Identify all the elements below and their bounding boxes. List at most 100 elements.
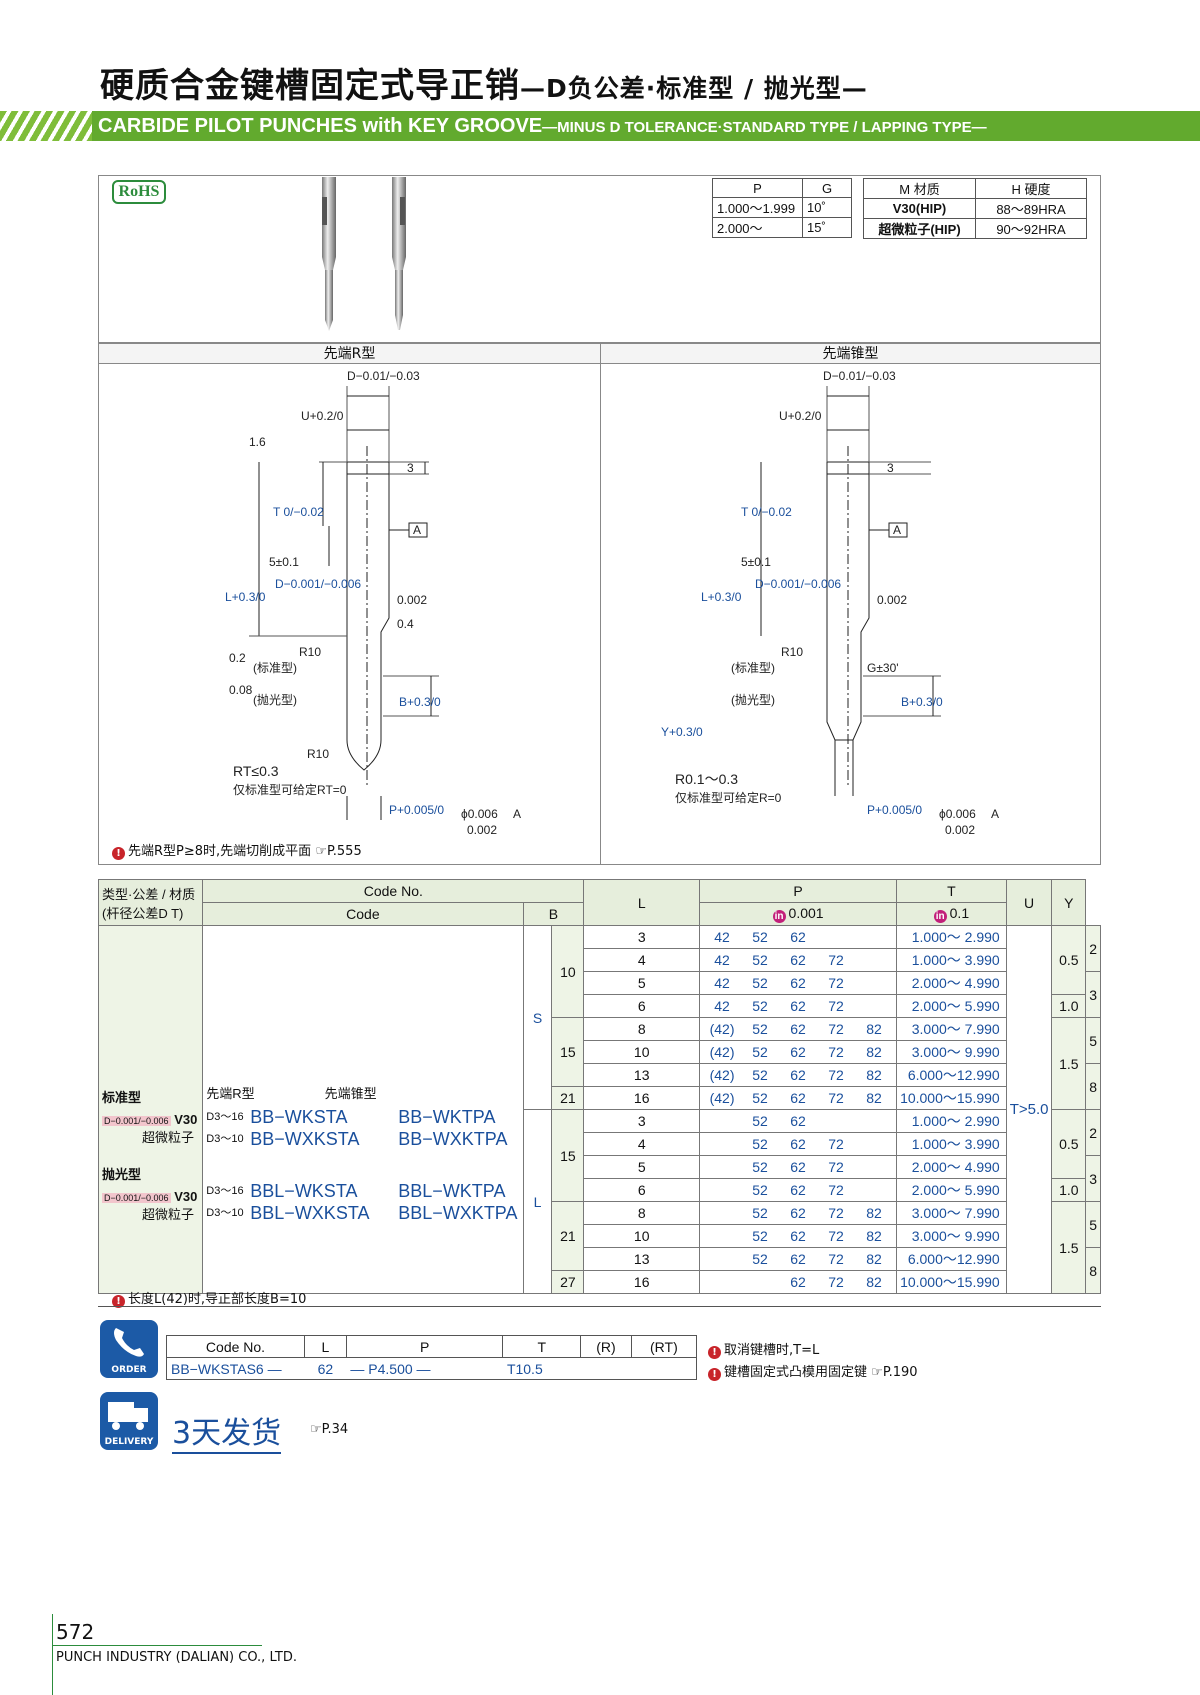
code-bb-wktpa[interactable]: BB−WKTPA	[398, 1107, 496, 1127]
label-standard: (标准型)	[731, 661, 775, 675]
code-t-type: 先端锥型	[324, 1086, 377, 1101]
l-value: 42	[714, 975, 730, 991]
conc-value: 0.002	[397, 593, 427, 607]
series-s: S	[522, 925, 553, 1110]
l-value: 72	[828, 1182, 844, 1198]
d-cell: 8	[583, 1017, 701, 1041]
u-cell: 1.5	[1051, 1201, 1087, 1294]
note-rt: 仅标准型可给定RT=0	[233, 782, 347, 797]
tol-datum: A	[513, 807, 521, 821]
t-unit: 0.1	[949, 905, 970, 921]
dim-d-mid: D−0.001/−0.006	[755, 577, 841, 591]
table-cell: 15˚	[802, 217, 852, 238]
u-cell: 0.5	[1051, 1109, 1087, 1179]
dim-y: Y+0.3/0	[661, 725, 703, 739]
p-cell: 1.000～ 2.990	[896, 1109, 1007, 1133]
diagram-title-right: 先端锥型	[601, 344, 1100, 364]
delivery-ref[interactable]: ☞P.34	[310, 1422, 348, 1437]
col-type-label: 类型·公差 / 材质	[102, 886, 196, 902]
table-row: V30(HIP) 88～89HRA	[863, 198, 1087, 219]
b-cell: 21	[551, 1086, 585, 1110]
l-value: (42)	[709, 1044, 735, 1060]
code-bbl-wksta[interactable]: BBL−WKSTA	[250, 1181, 358, 1201]
col-u: U	[1005, 879, 1053, 926]
info-icon: !	[708, 1368, 721, 1381]
u-cell: 1.0	[1051, 1178, 1087, 1202]
dim-r10-a: R10	[299, 645, 321, 659]
code-bbl-wktpa[interactable]: BBL−WKTPA	[398, 1181, 506, 1201]
table-cell: 90～92HRA	[975, 218, 1087, 239]
d-cell: 10	[583, 1224, 701, 1248]
table-row: P G	[712, 178, 852, 198]
code-bbl-wxktpa[interactable]: BBL−WXKTPA	[398, 1203, 518, 1223]
order-icon-label: ORDER	[111, 1365, 147, 1375]
tolerance-badge: D−0.001/−0.006	[102, 1115, 171, 1126]
l-value: 52	[752, 1159, 768, 1175]
tol-datum: A	[991, 807, 999, 821]
info-icon: !	[708, 1346, 721, 1359]
truck-icon	[108, 1402, 148, 1430]
d-cell: 16	[583, 1086, 701, 1110]
col-l: L	[583, 879, 701, 926]
drawing-r-type: D−0.01/−0.03 U+0.2/0 1.6 3 T 0/−0.02 5±0…	[225, 369, 521, 837]
code-bbl-wxksta[interactable]: BBL−WXKSTA	[250, 1203, 370, 1223]
order-example-table: Code No. L P T (R) (RT) BB−WKSTAS6 — 62 …	[166, 1335, 698, 1380]
p-cell: 2.000～ 5.990	[896, 994, 1007, 1018]
divider	[98, 1306, 1101, 1307]
d-cell: 16	[583, 1270, 701, 1294]
order-note-ref[interactable]: P.190	[882, 1365, 918, 1380]
d-cell: 5	[583, 1155, 701, 1179]
pin-image-2	[392, 177, 406, 330]
l-value: 52	[752, 1021, 768, 1037]
l-value: 62	[790, 1251, 806, 1267]
table-cell: BB−WKSTAS6 —	[166, 1357, 305, 1380]
dim-r10: R10	[781, 645, 803, 659]
header-cell: M 材质	[863, 178, 976, 199]
code-bb-wxksta[interactable]: BB−WXKSTA	[250, 1129, 360, 1149]
note-r: 仅标准型可给定R=0	[675, 790, 782, 805]
ref-arrow-icon: ☞	[310, 1422, 322, 1437]
diagram-box-right	[600, 343, 1101, 865]
y-cell: 8	[1085, 1247, 1101, 1294]
english-title-bar: CARBIDE PILOT PUNCHES with KEY GROOVE—MI…	[92, 111, 1200, 141]
order-icon: ORDER	[100, 1320, 158, 1378]
p-cell: 6.000～12.990	[896, 1247, 1007, 1271]
l-value: 72	[828, 1251, 844, 1267]
l-value: 82	[866, 1090, 882, 1106]
material-fine: 超微粒子	[142, 1129, 195, 1145]
l-value: 82	[866, 1021, 882, 1037]
footnote-text: 长度L(42)时,导正部长度B=10	[128, 1292, 307, 1307]
col-t: T	[896, 879, 1007, 903]
dim-u: U+0.2/0	[301, 409, 344, 423]
table-row: BB−WKSTAS6 — 62 — P4.500 — T10.5	[166, 1357, 698, 1380]
header-cell: L	[304, 1335, 347, 1358]
l-value: 62	[790, 1067, 806, 1083]
dim-b: B+0.3/0	[901, 695, 943, 709]
code-bb-wxktpa[interactable]: BB−WXKTPA	[398, 1129, 508, 1149]
type-lapping: 抛光型	[102, 1166, 142, 1182]
code-bb-wksta[interactable]: BB−WKSTA	[250, 1107, 348, 1127]
p-cell: 6.000～12.990	[896, 1063, 1007, 1087]
dim-roughness-008: 0.08	[229, 683, 253, 697]
dim-roughness-02: 0.2	[229, 651, 246, 665]
label-lapping: (抛光型)	[731, 692, 775, 707]
range-label: D3～10	[206, 1207, 244, 1219]
title-en-sub: —MINUS D TOLERANCE·STANDARD TYPE / LAPPI…	[542, 119, 987, 136]
conc-value: 0.002	[877, 593, 907, 607]
note-ref[interactable]: P.555	[326, 844, 362, 859]
l-value: 52	[752, 1205, 768, 1221]
d-cell: 13	[583, 1063, 701, 1087]
l-value: 52	[752, 1113, 768, 1129]
product-table: 类型·公差 / 材质 (杆径公差D T) Code No. L P T U Y …	[97, 879, 1101, 1294]
